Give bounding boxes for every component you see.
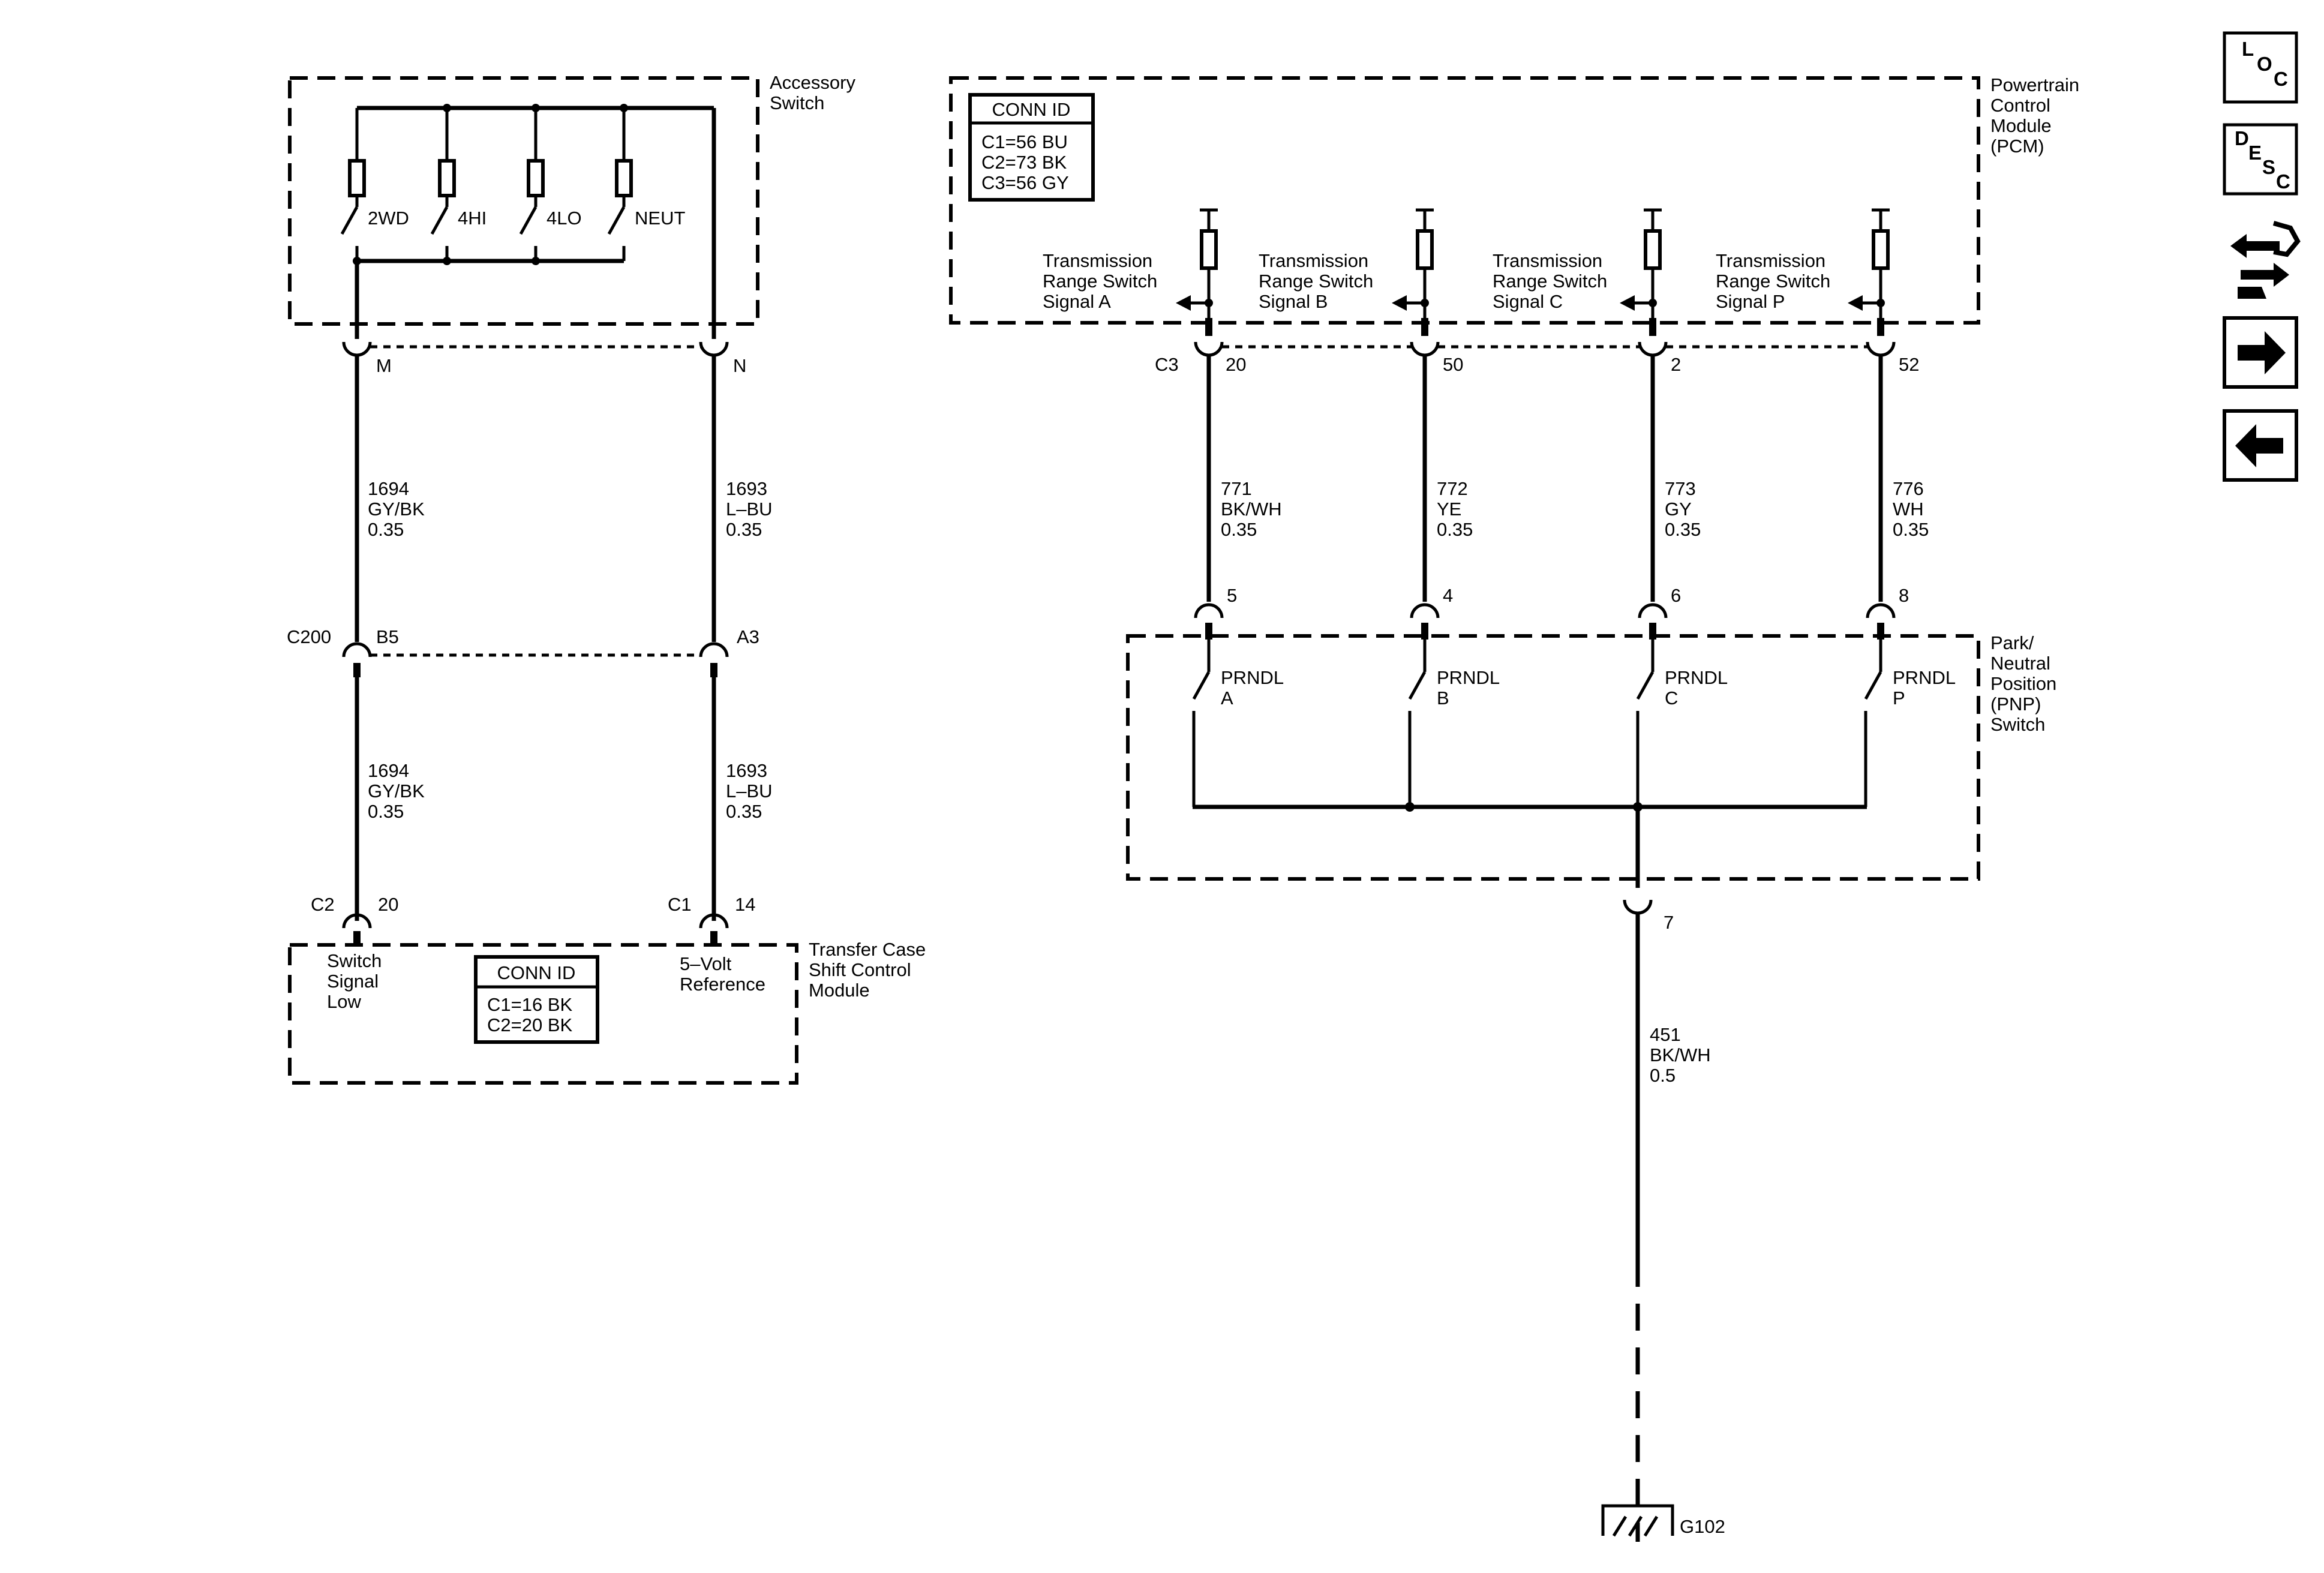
- svg-text:D: D: [2235, 127, 2249, 149]
- svg-text:E: E: [2248, 142, 2262, 164]
- switch-neut-label: NEUT: [635, 208, 685, 229]
- c2-label: C2: [311, 894, 335, 915]
- wire-1693-top-label: 1693 L–BU 0.35: [726, 478, 777, 540]
- pnp-switch-module: Park/ Neutral Position (PNP) Switch PRND…: [1126, 632, 2062, 888]
- switch-4hi: 4HI: [430, 108, 487, 261]
- pcm-signal-b: Transmission Range Switch Signal B: [1259, 208, 1434, 336]
- tcscm-label: Transfer Case Shift Control Module: [809, 939, 931, 1001]
- svg-text:Transmission Range Swi: Transmission Range Switch Signal A: [1043, 250, 1163, 312]
- svg-text:PRNDL A: PRNDL A: [1221, 667, 1289, 709]
- svg-text:PRNDL P: PRNDL P: [1893, 667, 1960, 709]
- svg-text:6: 6: [1671, 585, 1681, 606]
- connector-pnp: 5 4 6 8: [1194, 585, 1909, 640]
- five-volt-reference-label: 5–Volt Reference: [680, 953, 765, 995]
- prndl-p-switch: PRNDL P: [1864, 640, 1960, 807]
- c3-label: C3: [1155, 354, 1179, 375]
- transfer-case-module: Transfer Case Shift Control Module Switc…: [288, 939, 931, 1085]
- svg-text:C2=20 BK: C2=20 BK: [487, 1014, 573, 1035]
- conn-id-pcm: CONN ID C1=56 BU C2=73 BK C3=56 GY: [968, 93, 1095, 202]
- wire-1693-bot-label: 1693 L–BU 0.35: [726, 760, 777, 822]
- prndl-b-switch: PRNDL B: [1408, 640, 1505, 807]
- svg-text:C: C: [2274, 68, 2288, 90]
- arrow-left-icon[interactable]: [2223, 409, 2298, 482]
- svg-text:5: 5: [1227, 585, 1237, 606]
- wire-771-label: 771 BK/WH 0.35: [1221, 478, 1287, 540]
- pcm-signal-p: Transmission Range Switch Signal P: [1716, 208, 1890, 336]
- svg-text:C2=73 BK: C2=73 BK: [981, 152, 1067, 173]
- pcm-signal-a: Transmission Range Switch Signal A: [1043, 208, 1218, 336]
- svg-text:C3=56 GY: C3=56 GY: [981, 172, 1069, 193]
- accessory-switch-module: Accessory Switch 2WD 4HI: [288, 72, 861, 339]
- connector-pcm-c3: C3 20 50 2 52: [1155, 318, 1919, 375]
- svg-text:PRNDL B: PRNDL B: [1437, 667, 1505, 709]
- ground-g102: G102: [1601, 1504, 1725, 1537]
- switch-4lo-label: 4LO: [547, 208, 582, 229]
- svg-text:C: C: [2276, 170, 2290, 193]
- switch-2wd-label: 2WD: [368, 208, 409, 229]
- connector-c200: C200 B5 A3: [287, 626, 759, 677]
- pin-m: M: [376, 355, 392, 376]
- pnp-ground-connector: 7: [1623, 899, 1674, 933]
- wrench-arrows-icon[interactable]: [2230, 221, 2301, 299]
- svg-text:O: O: [2257, 53, 2272, 75]
- arrow-right-icon[interactable]: [2223, 316, 2298, 389]
- svg-text:52: 52: [1899, 354, 1919, 375]
- switch-4hi-label: 4HI: [458, 208, 487, 229]
- prndl-c-switch: PRNDL C: [1636, 640, 1733, 807]
- svg-text:Transmission Range Swi: Transmission Range Switch Signal P: [1716, 250, 1836, 312]
- wire-1694-top-label: 1694 GY/BK 0.35: [368, 478, 430, 540]
- svg-text:L: L: [2242, 38, 2254, 60]
- switch-signal-low-label: Switch Signal Low: [327, 950, 387, 1012]
- wire-451-label: 451 BK/WH 0.5: [1650, 1024, 1716, 1086]
- svg-text:C1=16 BK: C1=16 BK: [487, 994, 573, 1015]
- switch-4lo: 4LO: [519, 108, 582, 261]
- pin-a3: A3: [737, 626, 759, 647]
- pcm-module: Powertrain Control Module (PCM) CONN ID …: [949, 74, 2085, 336]
- wire-776-label: 776 WH 0.35: [1893, 478, 1929, 540]
- c200-label: C200: [287, 626, 331, 647]
- svg-text:CONN ID: CONN ID: [992, 99, 1071, 120]
- wire-1694-bot-label: 1694 GY/BK 0.35: [368, 760, 430, 822]
- prndl-a-switch: PRNDL A: [1192, 640, 1289, 807]
- svg-text:50: 50: [1443, 354, 1463, 375]
- nav-loc-button[interactable]: L O C: [2223, 31, 2298, 104]
- switch-neut: NEUT: [607, 108, 685, 261]
- switch-2wd: 2WD: [340, 108, 409, 261]
- svg-text:Transmission Range Swi: Transmission Range Switch Signal C: [1493, 250, 1613, 312]
- pin-n: N: [733, 355, 746, 376]
- svg-text:Transmission Range Swi: Transmission Range Switch Signal B: [1259, 250, 1379, 312]
- pnp-label: Park/ Neutral Position (PNP) Switch: [1990, 632, 2062, 735]
- pcm-signal-c: Transmission Range Switch Signal C: [1493, 208, 1662, 336]
- svg-text:7: 7: [1664, 912, 1674, 933]
- svg-text:4: 4: [1443, 585, 1453, 606]
- svg-text:PRNDL C: PRNDL C: [1665, 667, 1733, 709]
- tcscm-connectors: C2 20 C1 14: [311, 894, 755, 945]
- pin-14-c1: 14: [735, 894, 755, 915]
- c1-label: C1: [668, 894, 692, 915]
- pcm-label: Powertrain Control Module (PCM): [1990, 74, 2085, 157]
- conn-id-tcscm: CONN ID C1=16 BK C2=20 BK: [474, 955, 599, 1044]
- svg-text:8: 8: [1899, 585, 1909, 606]
- connector-m-n: M N: [342, 341, 746, 376]
- pin-20-c2: 20: [378, 894, 398, 915]
- accessory-switch-label: Accessory Switch: [770, 72, 861, 113]
- svg-text:CONN ID: CONN ID: [497, 962, 576, 983]
- wire-773-label: 773 GY 0.35: [1665, 478, 1701, 540]
- svg-text:S: S: [2262, 156, 2275, 178]
- svg-text:20: 20: [1226, 354, 1246, 375]
- svg-text:C1=56 BU: C1=56 BU: [981, 131, 1068, 152]
- wire-772-label: 772 YE 0.35: [1437, 478, 1473, 540]
- g102-label: G102: [1680, 1516, 1725, 1537]
- nav-desc-button[interactable]: D E S C: [2223, 123, 2298, 196]
- svg-text:2: 2: [1671, 354, 1681, 375]
- pin-b5: B5: [376, 626, 399, 647]
